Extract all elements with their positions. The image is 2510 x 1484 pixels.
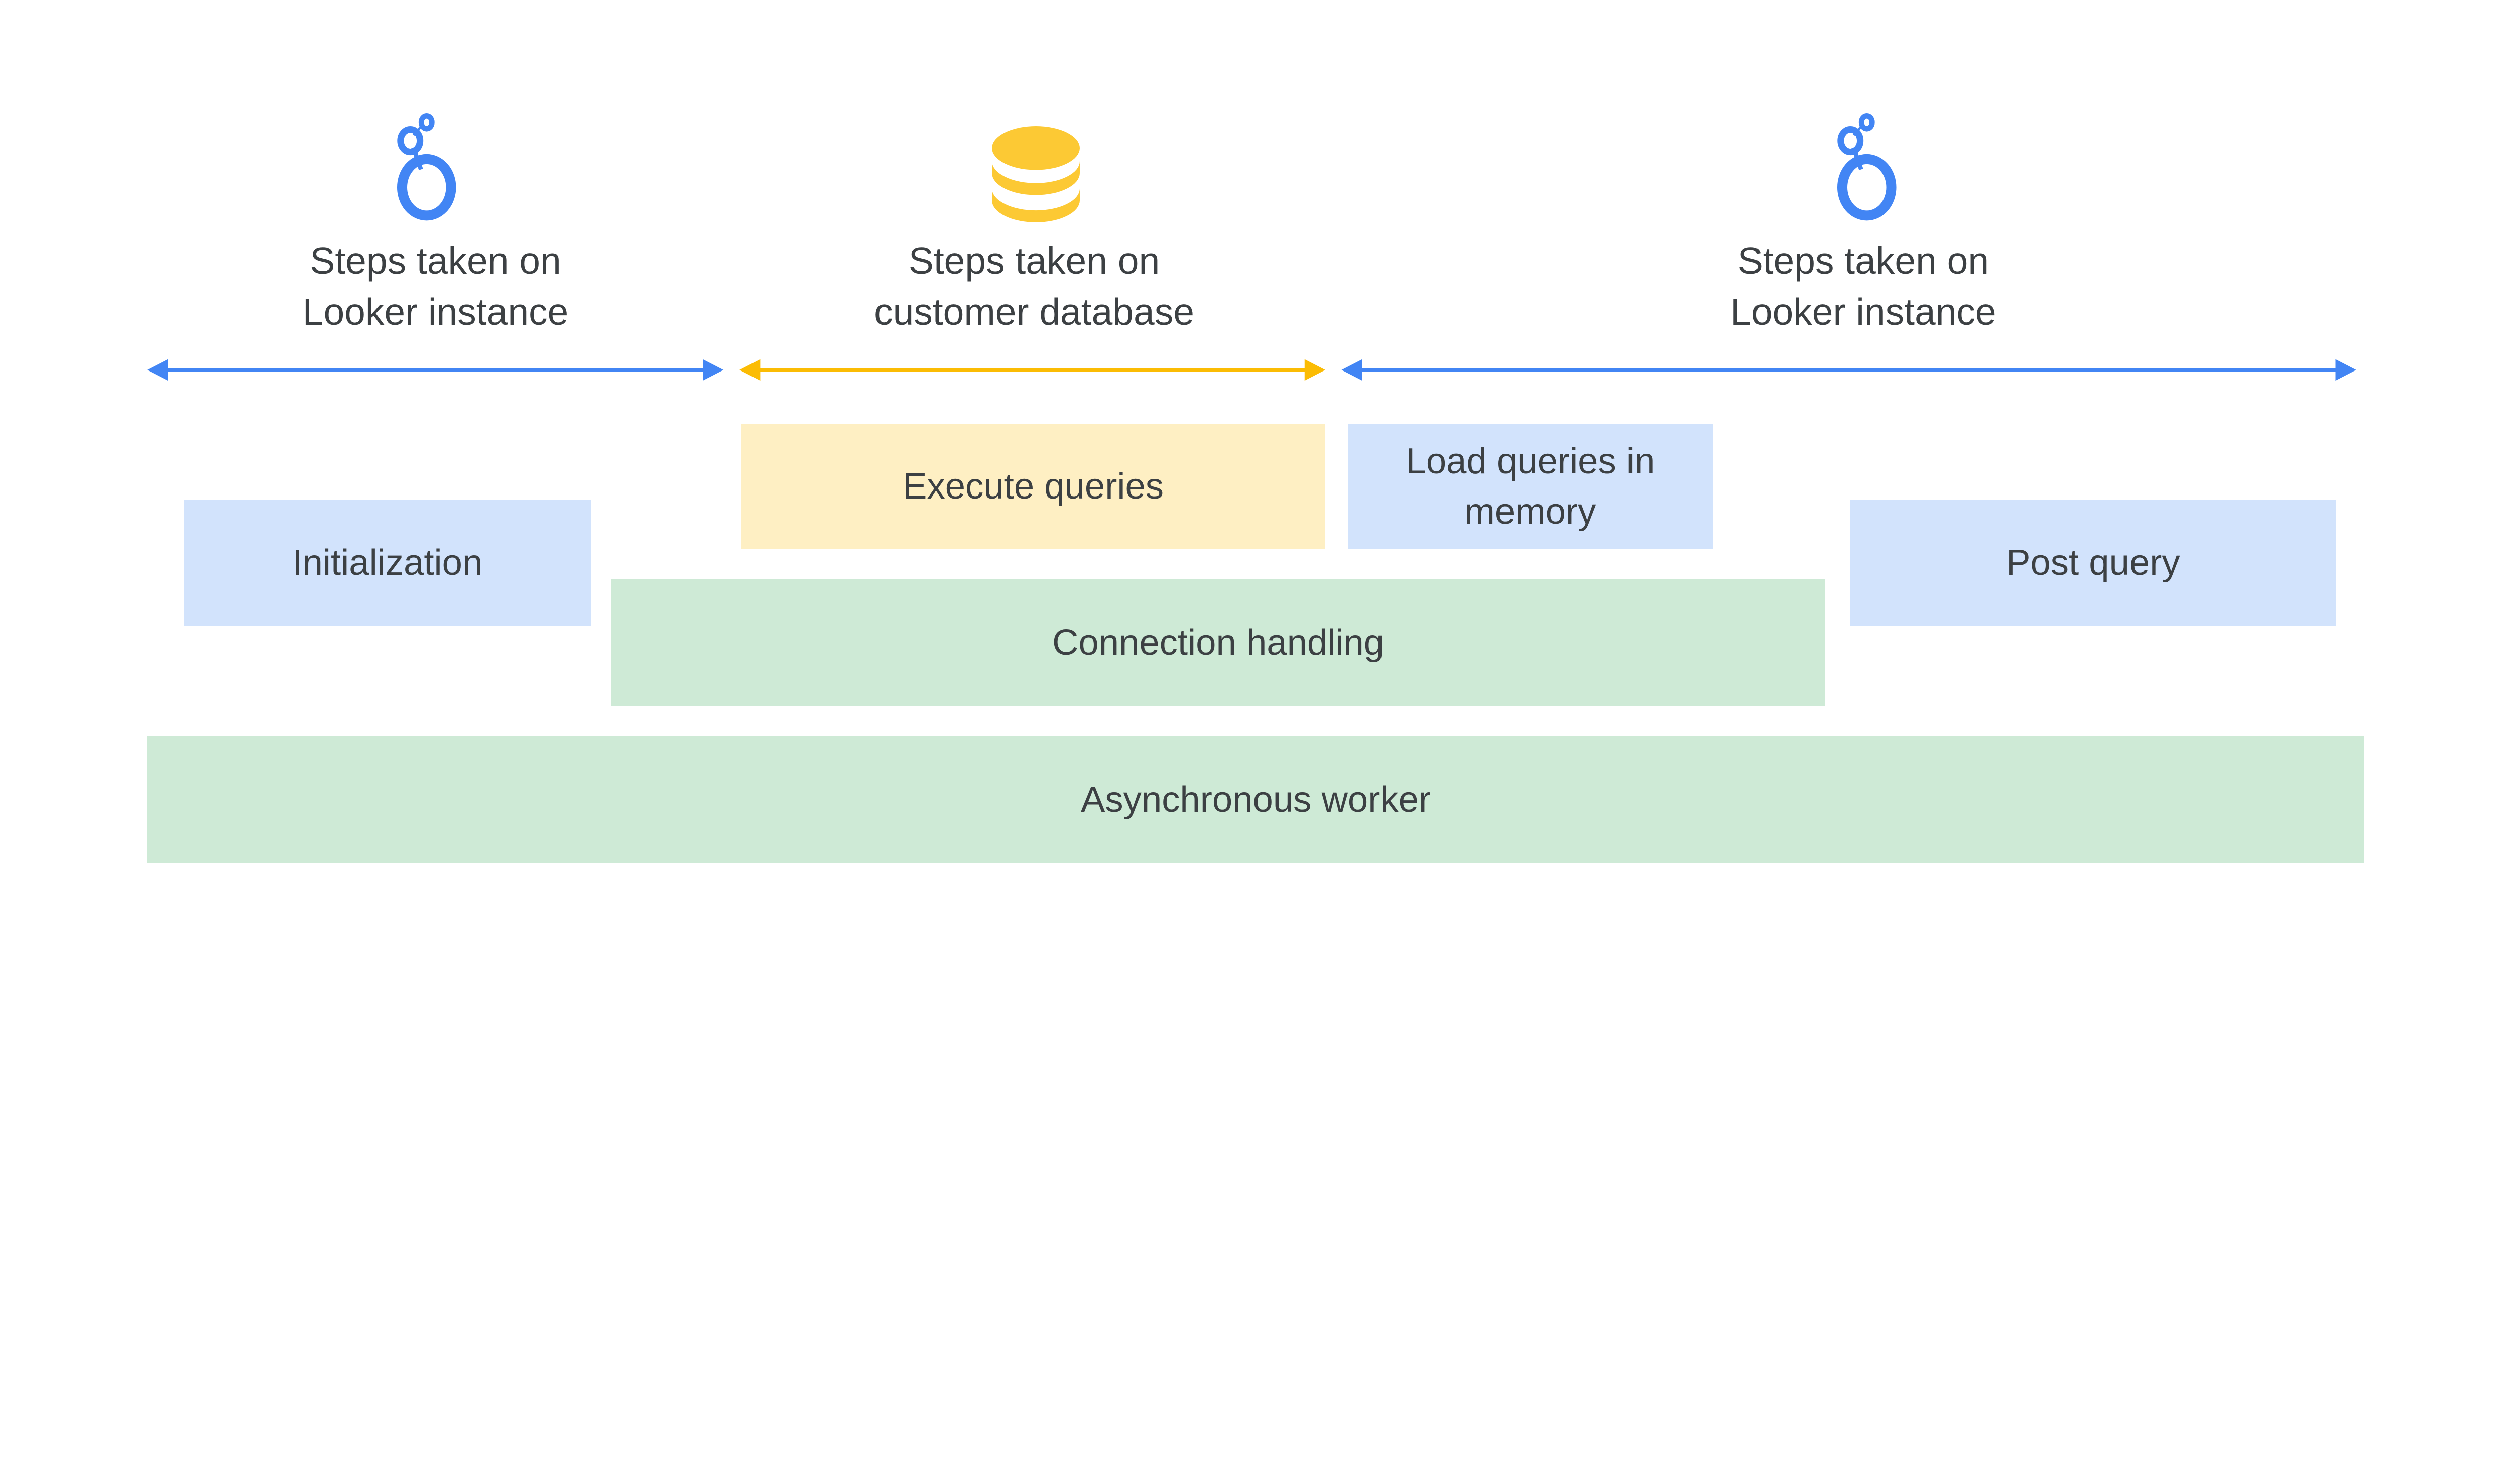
load-queries-label: Load queries in memory bbox=[1406, 441, 1655, 532]
header-line2: Looker instance bbox=[1730, 290, 1996, 333]
post-query-label: Post query bbox=[2006, 542, 2180, 583]
diagram: Steps taken on Looker instance Steps tak… bbox=[147, 113, 2364, 863]
header-looker-right: Steps taken on Looker instance bbox=[1644, 235, 2083, 338]
asynchronous-worker-box: Asynchronous worker bbox=[147, 736, 2364, 863]
execute-queries-label: Execute queries bbox=[903, 466, 1164, 507]
header-line1: Steps taken on bbox=[908, 239, 1160, 282]
looker-logo-icon bbox=[397, 113, 456, 221]
looker-span-arrow-right bbox=[1341, 359, 2356, 381]
execute-queries-box: Execute queries bbox=[741, 424, 1325, 549]
header-database: Steps taken on customer database bbox=[815, 235, 1254, 338]
header-line1: Steps taken on bbox=[1737, 239, 1989, 282]
looker-span-arrow-left bbox=[147, 359, 724, 381]
database-span-arrow bbox=[739, 359, 1325, 381]
connection-handling-label: Connection handling bbox=[1052, 622, 1385, 663]
connection-handling-box: Connection handling bbox=[611, 579, 1825, 706]
header-line2: customer database bbox=[874, 290, 1194, 333]
header-line1: Steps taken on bbox=[310, 239, 561, 282]
header-looker-left: Steps taken on Looker instance bbox=[216, 235, 655, 338]
load-queries-box: Load queries in memory bbox=[1348, 424, 1713, 549]
initialization-box: Initialization bbox=[184, 500, 591, 626]
span-arrows bbox=[147, 359, 2356, 381]
asynchronous-worker-label: Asynchronous worker bbox=[1081, 779, 1431, 820]
initialization-label: Initialization bbox=[292, 542, 483, 583]
header-line2: Looker instance bbox=[302, 290, 569, 333]
database-icon bbox=[992, 126, 1080, 223]
looker-logo-icon bbox=[1837, 113, 1897, 221]
post-query-box: Post query bbox=[1850, 500, 2336, 626]
